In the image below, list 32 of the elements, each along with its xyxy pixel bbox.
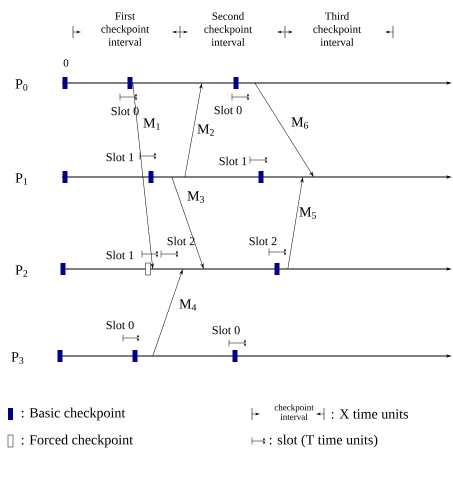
edge-label: M$_{3}$: [187, 191, 204, 203]
time-label: 0: [64, 59, 68, 67]
node-label: P$_{2}$: [15, 265, 28, 277]
interval-label: checkpoint interval: [274, 404, 314, 420]
legend-text: : Basic checkpoint: [22, 408, 126, 420]
message-arrow: [152, 270, 183, 356]
slot-label: Slot 2: [168, 236, 194, 246]
interval-heading: Third checkpoint interval: [313, 12, 362, 46]
message-arrow: [254, 82, 314, 176]
edge-label: M$_{5}$: [299, 207, 316, 219]
legend-text: : X time units: [332, 409, 408, 419]
slot-label: Slot 0: [212, 326, 240, 334]
slot-label: Slot 0: [112, 106, 139, 116]
edge-label: M$_{6}$: [291, 117, 308, 129]
message-arrow: [132, 82, 154, 268]
slot-label: Slot 0: [214, 106, 242, 114]
message-arrow: [172, 176, 204, 268]
node-label: P$_{3}$: [11, 352, 24, 364]
interval-heading: First checkpoint interval: [101, 12, 150, 46]
edge-label: M$_{1}$: [143, 118, 160, 130]
slot-label: Slot 1: [106, 152, 134, 162]
message-arrow: [288, 178, 304, 270]
interval-heading: Second checkpoint interval: [204, 12, 252, 46]
legend-text: : Forced checkpoint: [22, 434, 133, 448]
node-label: P$_{1}$: [15, 173, 28, 185]
edge-label: M$_{4}$: [179, 299, 196, 311]
slot-label: Slot 2: [250, 236, 276, 246]
slot-label: Slot 0: [106, 320, 134, 330]
message-arrow: [184, 84, 202, 178]
edge-label: M$_{2}$: [197, 124, 214, 136]
legend-text: : slot (T time units): [270, 434, 378, 448]
node-label: P$_{0}$: [15, 79, 28, 91]
